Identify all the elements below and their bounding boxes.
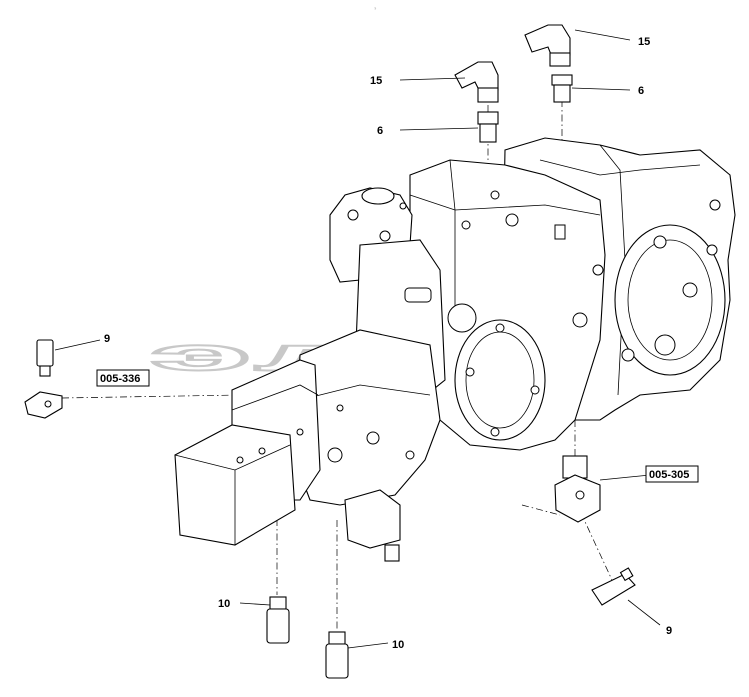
part-15-elbow-right (524, 24, 571, 67)
center-cover (454, 319, 546, 441)
part-6-union-left (477, 111, 499, 143)
tee-fitting-left (24, 391, 63, 419)
part-10-plug-left (266, 596, 290, 644)
leader-15-right (574, 29, 631, 41)
plug10-body-mid (325, 643, 349, 679)
actuator-bolt-2 (379, 230, 391, 242)
tee-port-right (575, 490, 585, 500)
port-hole-2 (505, 213, 519, 227)
leader-ref2 (599, 474, 651, 481)
cover-bolt-2 (530, 385, 540, 395)
callout-10-mid: 10 (392, 639, 404, 651)
union-nut-left (477, 111, 499, 125)
rear-housing-top-edge (539, 159, 701, 176)
plug-body-right (591, 573, 636, 606)
cover-bolt-1 (465, 367, 475, 377)
union-nut-right (551, 74, 573, 86)
tee-fitting-right (554, 455, 601, 523)
plug-thread-right (619, 567, 634, 582)
callout-15-left: 15 (370, 75, 382, 87)
actuator-cap (361, 187, 395, 205)
axis-tee-left (61, 394, 241, 399)
reference-boxes: 005-336 005-305 (96, 369, 699, 483)
pump-flange-inner (627, 239, 713, 361)
port-hole-6 (592, 264, 604, 276)
valve-port-1 (327, 447, 343, 463)
tee-port-left (44, 400, 52, 408)
plug10-thread-left (269, 596, 287, 610)
tee-body-left (24, 391, 63, 419)
part-9-plug-left (36, 339, 54, 377)
leader-lines (54, 29, 661, 649)
callouts: 15 15 6 6 9 9 10 10 (104, 36, 672, 651)
left-arm-edge (231, 384, 319, 411)
leader-6-left (399, 127, 479, 131)
top-mark: ? (374, 6, 377, 11)
leader-15-left (399, 77, 466, 81)
flange-bolt-4 (621, 348, 635, 362)
union-thread-right (553, 84, 571, 103)
ref-box-005-305 (645, 465, 699, 483)
actuator-bolt-1 (347, 209, 359, 221)
front-hole-1 (258, 447, 266, 455)
flange-bolt-2 (653, 235, 667, 249)
callout-15-right: 15 (638, 36, 650, 48)
solenoid-connector (384, 544, 400, 562)
plug10-body-left (266, 608, 290, 644)
port-hole-7 (572, 312, 588, 328)
port-hole-3 (461, 220, 471, 230)
port-hole-1 (490, 190, 500, 200)
mid-body-bore (447, 303, 477, 333)
leader-9-right (627, 599, 661, 626)
leader-10-mid (347, 642, 389, 649)
callout-9-right: 9 (666, 625, 672, 637)
valve-port-3 (336, 404, 344, 412)
callout-9-left: 9 (104, 333, 110, 345)
solenoid-body (344, 489, 401, 549)
callout-6-left: 6 (377, 125, 383, 137)
actuator-bolt-3 (399, 202, 407, 210)
front-hole-2 (236, 456, 244, 464)
flange-bolt-3 (706, 244, 718, 256)
valve-section-edge (299, 384, 431, 401)
plug-thread-left (39, 365, 51, 377)
leader-6-right (571, 87, 631, 91)
elbow-body-right (524, 24, 571, 58)
flange-port (654, 334, 676, 356)
flange-bolt-1 (682, 282, 698, 298)
part-15-elbow-left (454, 61, 499, 103)
callout-10-left: 10 (218, 598, 230, 610)
central-block-top-edge (409, 194, 601, 216)
part-6-union-right (551, 74, 573, 103)
leader-9-left (54, 339, 101, 351)
plug-body-left (36, 339, 54, 367)
port-hole-5 (554, 224, 566, 240)
leader-10-left (239, 602, 271, 606)
callout-6-right: 6 (638, 85, 644, 97)
pump-assembly (174, 137, 736, 562)
ref-label-005-336: 005-336 (100, 373, 140, 385)
axis-tee-side (521, 504, 561, 516)
ref-box-005-336 (96, 369, 150, 387)
valve-port-4 (405, 450, 415, 460)
mid-body-port (404, 287, 432, 303)
part-9-plug-right (591, 567, 636, 606)
flange-bolt-5 (709, 199, 721, 211)
cover-bolt-4 (495, 323, 505, 333)
ref-label-005-305: 005-305 (649, 469, 689, 481)
cover-bolt-3 (490, 427, 500, 437)
elbow-nut-left (477, 87, 499, 103)
union-thread-left (479, 123, 497, 143)
pump-flange (614, 224, 726, 376)
plug10-thread-mid (328, 631, 346, 645)
arm-hole-3 (296, 428, 304, 436)
valve-port-2 (366, 431, 380, 445)
elbow-nut-right (549, 52, 571, 67)
part-10-plug-mid (325, 631, 349, 679)
